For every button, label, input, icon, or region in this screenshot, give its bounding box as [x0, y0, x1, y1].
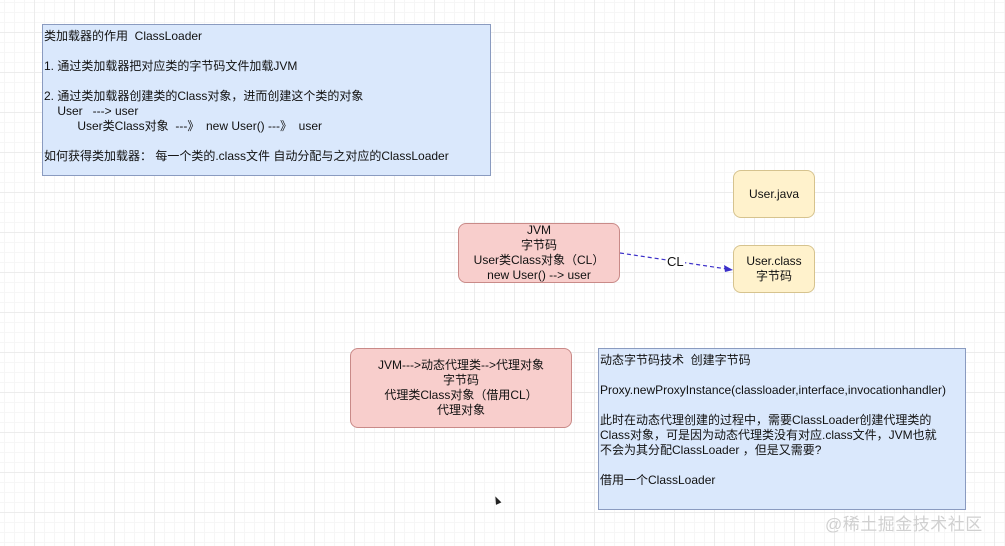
note-line: 如何获得类加载器： 每一个类的.class文件 自动分配与之对应的ClassLo… — [44, 149, 449, 163]
node-label: 代理类Class对象（借用CL） — [384, 388, 538, 402]
note-line: User类Class对象 ---》 new User() ---》 user — [44, 119, 323, 133]
note-line: 2. 通过类加载器创建类的Class对象，进而创建这个类的对象 — [44, 89, 364, 103]
node-label: JVM--->动态代理类-->代理对象 — [378, 358, 544, 372]
note-line: Class对象，可是因为动态代理类没有对应.class文件，JVM也就 — [600, 428, 937, 442]
node-label: User类Class对象（CL） — [473, 253, 605, 267]
spacer — [600, 368, 964, 383]
node-label: 字节码 — [442, 373, 479, 387]
note-line: 不会为其分配ClassLoader ，但是又需要? — [600, 443, 822, 457]
spacer — [600, 398, 964, 413]
note-line: 此时在动态代理创建的过程中，需要ClassLoader创建代理类的 — [600, 413, 932, 427]
dynamic-bytecode-note[interactable]: 动态字节码技术 创建字节码 Proxy.newProxyInstance(cla… — [598, 348, 966, 510]
arrowhead-icon — [724, 265, 733, 272]
node-label: 代理对象 — [436, 403, 485, 417]
note-line: 动态字节码技术 创建字节码 — [600, 353, 751, 367]
classloader-note[interactable]: 类加载器的作用 ClassLoader 1. 通过类加载器把对应类的字节码文件加… — [42, 24, 491, 176]
note-line: 类加载器的作用 ClassLoader — [44, 29, 203, 43]
node-label: 字节码 — [755, 269, 792, 283]
edge-label: CL — [666, 254, 685, 269]
node-label: User.java — [748, 186, 800, 201]
spacer — [600, 458, 964, 473]
node-label: 字节码 — [520, 238, 557, 252]
note-line: 1. 通过类加载器把对应类的字节码文件加载JVM — [44, 59, 298, 73]
watermark: @稀土掘金技术社区 — [825, 515, 983, 534]
proxy-node[interactable]: JVM--->动态代理类-->代理对象 字节码 代理类Class对象（借用CL）… — [350, 348, 572, 428]
node-label: User.class — [746, 254, 802, 268]
note-line: User ---> user — [44, 104, 139, 118]
jvm-node[interactable]: JVM 字节码 User类Class对象（CL） new User() --> … — [458, 223, 620, 283]
user-class-node[interactable]: User.class 字节码 — [733, 245, 815, 293]
note-line: 借用一个ClassLoader — [600, 473, 716, 487]
node-label: new User() --> user — [487, 268, 591, 282]
note-line: Proxy.newProxyInstance(classloader,inter… — [600, 383, 946, 397]
user-java-node[interactable]: User.java — [733, 170, 815, 218]
node-label: JVM — [527, 223, 551, 237]
